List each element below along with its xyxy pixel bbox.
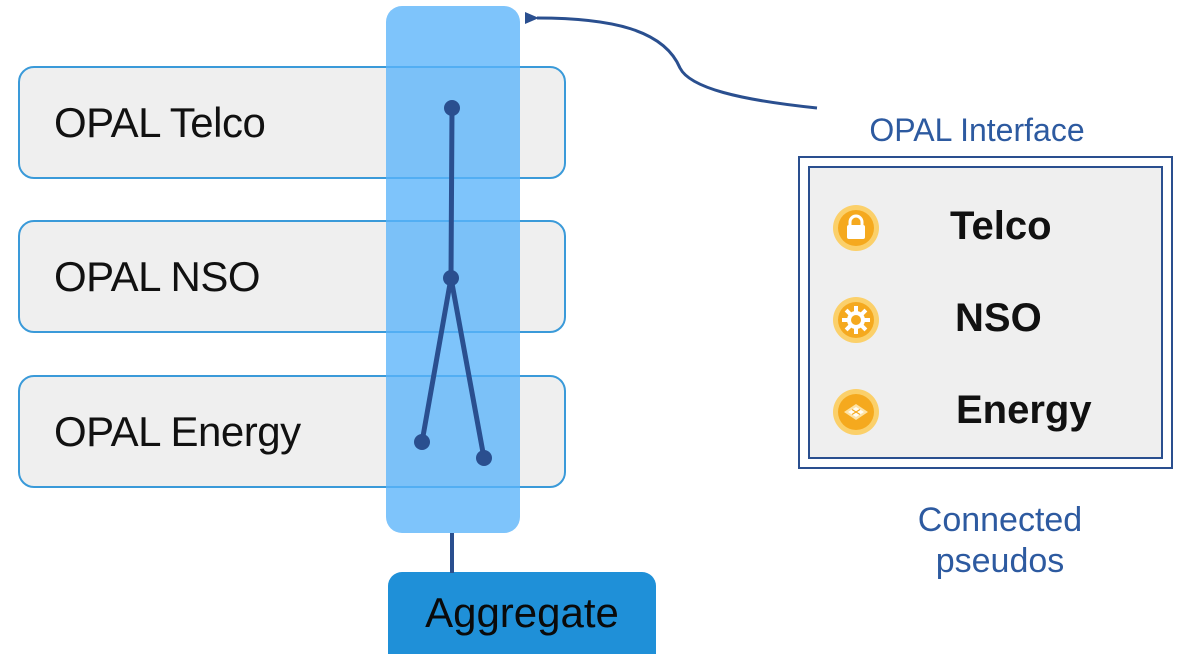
layer-label-telco: OPAL Telco <box>54 98 266 146</box>
node-telco <box>444 100 460 116</box>
node-energy-right <box>476 450 492 466</box>
link-telco-nso <box>448 105 455 281</box>
interface-arrow <box>524 11 818 110</box>
interface-legend: Telco NSO <box>798 156 1173 469</box>
caption-line-1: Connected <box>917 501 1083 539</box>
legend-label-energy: Energy <box>956 387 1092 432</box>
gear-icon <box>833 297 879 343</box>
aggregate-box: Aggregate <box>388 572 656 654</box>
layer-label-nso: OPAL NSO <box>54 252 261 300</box>
caption-line-2: pseudos <box>935 542 1065 580</box>
link-nso-energy-right <box>448 275 487 461</box>
layer-label-energy: OPAL Energy <box>54 407 301 455</box>
interface-legend-inner: Telco NSO <box>808 166 1163 459</box>
legend-item-nso: NSO <box>810 288 1161 348</box>
legend-caption: Connected pseudos <box>820 500 1180 582</box>
legend-label-telco: Telco <box>950 203 1052 248</box>
legend-item-telco: Telco <box>810 196 1161 256</box>
aggregate-label: Aggregate <box>425 589 619 636</box>
node-nso <box>443 270 459 286</box>
layers-icon <box>833 389 879 435</box>
link-nso-energy-left <box>419 275 454 445</box>
legend-item-energy: Energy <box>810 380 1161 440</box>
interface-title: OPAL Interface <box>869 112 1085 148</box>
legend-label-nso: NSO <box>955 295 1042 340</box>
node-energy-left <box>414 434 430 450</box>
lock-icon <box>833 205 879 251</box>
